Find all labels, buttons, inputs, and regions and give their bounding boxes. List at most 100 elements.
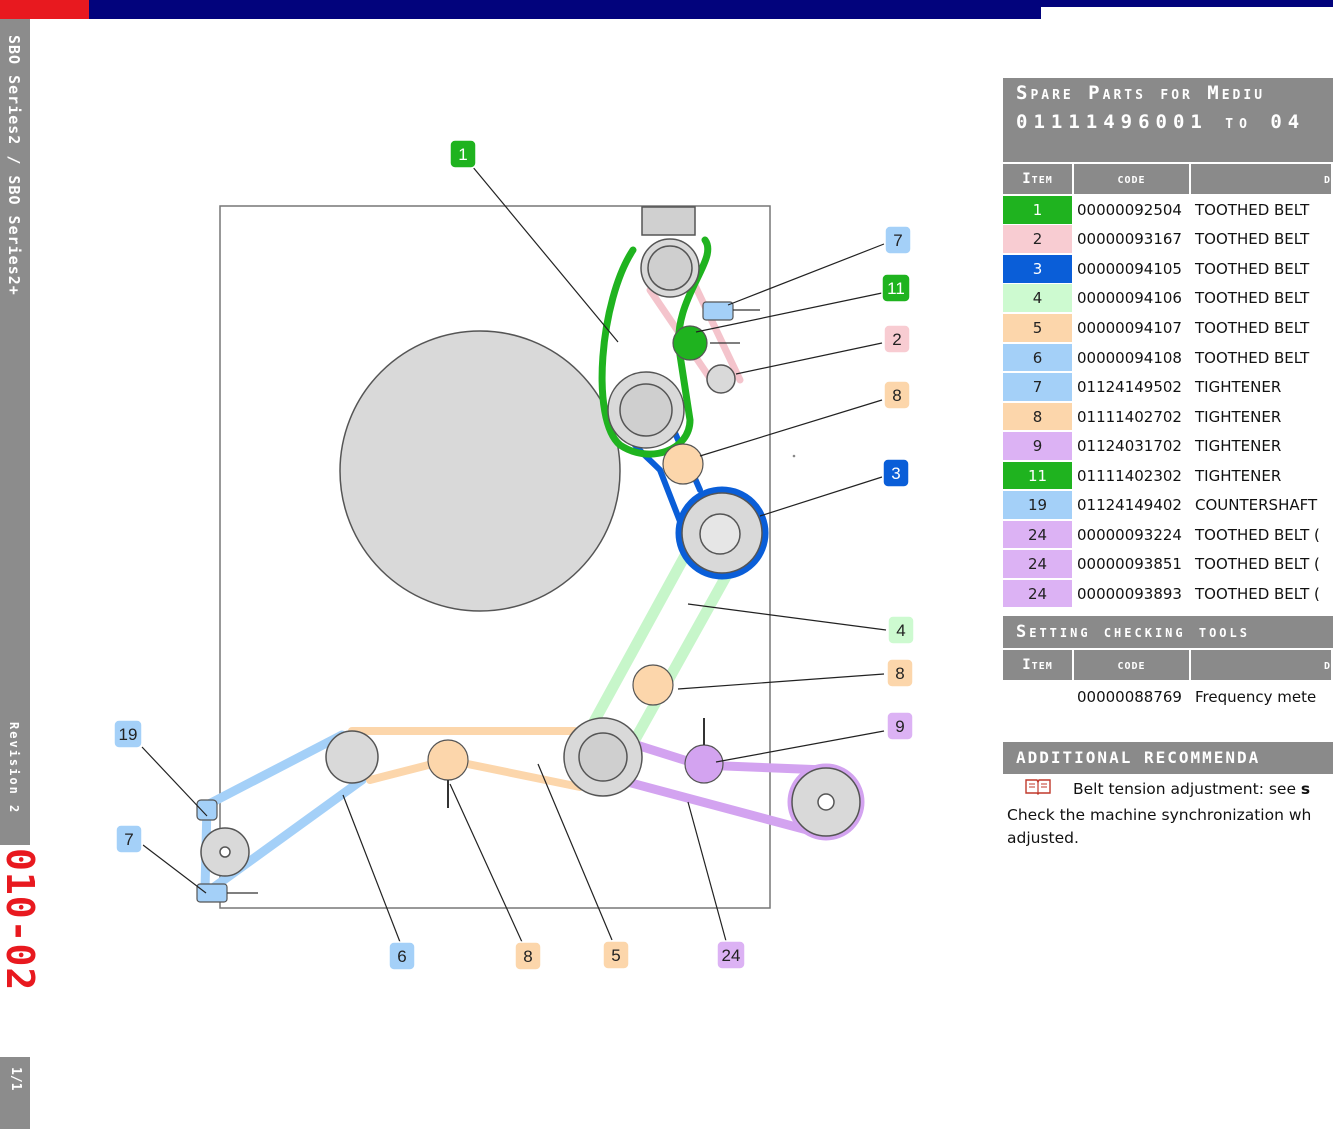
parts-row-desc: TOOTHED BELT	[1195, 259, 1310, 278]
page-number: 1/1	[8, 1067, 23, 1091]
tools-row-item	[1003, 683, 1072, 711]
parts-row-item: 3	[1003, 254, 1072, 283]
parts-row-item: 8	[1003, 402, 1072, 431]
recommendation-line-2: Check the machine synchronization wh	[1007, 806, 1312, 824]
parts-row-code: 00000094108	[1077, 348, 1182, 367]
callout-label: 8	[892, 386, 901, 405]
parts-row-code: 01111402302	[1077, 466, 1182, 485]
parts-row: 4 00000094106 TOOTHED BELT	[1003, 284, 1333, 313]
series-label: SBO Series2 / SBO Series2+	[5, 35, 23, 296]
parts-row-item: 24	[1003, 550, 1072, 578]
belt-diagram: 1 7 11 2 8 3 4 8 9 19 7 6 8 5 24	[113, 139, 915, 971]
parts-row-code: 00000092504	[1077, 200, 1182, 219]
pulleys	[200, 238, 861, 877]
callout-badge: 8	[514, 941, 542, 971]
parts-row: 7 01124149502 TIGHTENER	[1003, 373, 1333, 401]
parts-row-desc: TOOTHED BELT (	[1195, 525, 1320, 544]
callout-badge: 1	[449, 139, 477, 169]
parts-row-code: 00000093893	[1077, 584, 1182, 603]
parts-row-desc: TOOTHED BELT	[1195, 200, 1310, 219]
callout-label: 7	[124, 830, 133, 849]
callout-badge: 11	[881, 273, 911, 303]
parts-row: 3 00000094105 TOOTHED BELT	[1003, 254, 1333, 283]
parts-row-code: 00000094106	[1077, 289, 1182, 308]
spare-parts-title: Spare Parts for Mediu 01111496001 to 04	[1003, 78, 1333, 162]
book-icon[interactable]	[1003, 777, 1073, 802]
parts-row: 2 00000093167 TOOTHED BELT	[1003, 225, 1333, 254]
tools-col-desc: d	[1191, 650, 1331, 680]
callout-badge: 24	[716, 940, 746, 970]
col-desc: d	[1191, 164, 1331, 194]
parts-row-code: 01124149502	[1077, 378, 1182, 397]
recommendation-link[interactable]: s	[1300, 780, 1311, 798]
callout-label: 2	[892, 330, 901, 349]
header-navy-strip	[1041, 0, 1333, 7]
callout-badge: 8	[886, 658, 914, 688]
parts-row-desc: TIGHTENER	[1195, 378, 1282, 397]
tighteners	[196, 301, 760, 903]
callout-label: 9	[895, 717, 904, 736]
callout-label: 6	[397, 947, 406, 966]
parts-row: 11 01111402302 TIGHTENER	[1003, 461, 1333, 490]
callout-badge: 19	[113, 719, 143, 749]
tools-row: 00000088769 Frequency mete	[1003, 683, 1333, 711]
callout-badge: 9	[886, 711, 914, 741]
parts-row-item: 9	[1003, 432, 1072, 460]
parts-row-item: 6	[1003, 343, 1072, 372]
callout-badge: 6	[388, 941, 416, 971]
parts-row-item: 4	[1003, 284, 1072, 313]
parts-row-desc: TIGHTENER	[1195, 466, 1282, 485]
main-drum	[339, 330, 621, 612]
parts-row-code: 00000094105	[1077, 259, 1182, 278]
parts-row-item: 5	[1003, 313, 1072, 342]
callout-badge: 4	[887, 615, 915, 645]
parts-row-item: 7	[1003, 373, 1072, 401]
recommendation-text-1: Belt tension adjustment: see	[1073, 780, 1301, 798]
parts-row-code: 01124031702	[1077, 437, 1182, 456]
parts-row-desc: TOOTHED BELT (	[1195, 555, 1320, 574]
parts-row-item: 11	[1003, 461, 1072, 490]
parts-row-desc: TOOTHED BELT	[1195, 289, 1310, 308]
parts-row-desc: TOOTHED BELT (	[1195, 584, 1320, 603]
callout-label: 19	[119, 725, 138, 744]
top-block	[641, 206, 696, 236]
parts-row-item: 19	[1003, 491, 1072, 519]
parts-row-code: 00000093167	[1077, 230, 1182, 249]
callout-label: 4	[896, 621, 905, 640]
callout-label: 7	[893, 231, 902, 250]
parts-row: 24 00000093851 TOOTHED BELT (	[1003, 550, 1333, 578]
parts-row-code: 01111402702	[1077, 407, 1182, 426]
header-navy-bar	[89, 0, 1041, 19]
parts-row-desc: TOOTHED BELT	[1195, 230, 1310, 249]
recommendation-line-1: Belt tension adjustment: see s	[1003, 777, 1333, 802]
tools-col-code: code	[1074, 650, 1189, 680]
col-code: code	[1074, 164, 1189, 194]
callout-badge: 8	[883, 380, 911, 410]
header-red-bar	[0, 0, 89, 19]
callout-label: 8	[895, 664, 904, 683]
parts-row-item: 24	[1003, 520, 1072, 549]
tools-row-code: 00000088769	[1077, 688, 1182, 706]
parts-row-item: 2	[1003, 225, 1072, 254]
recommendations-title: Additional recommenda	[1003, 742, 1333, 774]
parts-row: 1 00000092504 TOOTHED BELT	[1003, 195, 1333, 224]
callout-label: 5	[611, 946, 620, 965]
callout-badge: 3	[882, 458, 910, 488]
parts-row-item: 1	[1003, 195, 1072, 224]
tools-col-item: Item	[1003, 650, 1072, 680]
spare-parts-title-line2: 01111496001 to 04	[1016, 111, 1306, 133]
callout-badge: 5	[602, 940, 630, 970]
callout-label: 3	[891, 464, 900, 483]
document-code: 010-02	[0, 848, 42, 992]
parts-row-code: 00000093851	[1077, 555, 1182, 574]
callout-label: 24	[722, 946, 741, 965]
callout-badge: 2	[883, 324, 911, 354]
col-item: Item	[1003, 164, 1072, 194]
tools-row-desc: Frequency mete	[1195, 688, 1317, 706]
revision-label: Revision 2	[7, 722, 21, 815]
